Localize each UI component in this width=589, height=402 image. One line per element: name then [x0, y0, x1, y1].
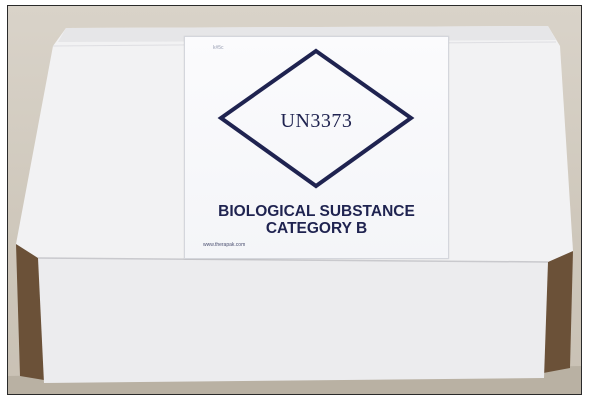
- lid-fold-line: [37, 257, 549, 263]
- box-front-face: [38, 258, 548, 383]
- un-number: UN3373: [280, 110, 353, 132]
- diamond-symbol: [217, 48, 415, 189]
- hazard-label: k#5c UN3373 BIOLOGICAL SUBSTANCE CATEGOR…: [184, 36, 449, 259]
- photo-frame: k#5c UN3373 BIOLOGICAL SUBSTANCE CATEGOR…: [7, 5, 582, 395]
- caption-line-1: BIOLOGICAL SUBSTANCE: [218, 203, 415, 220]
- label-corner-code: k#5c: [213, 45, 224, 51]
- caption-line-2: CATEGORY B: [265, 220, 368, 237]
- label-website: www.therapak.com: [203, 242, 246, 248]
